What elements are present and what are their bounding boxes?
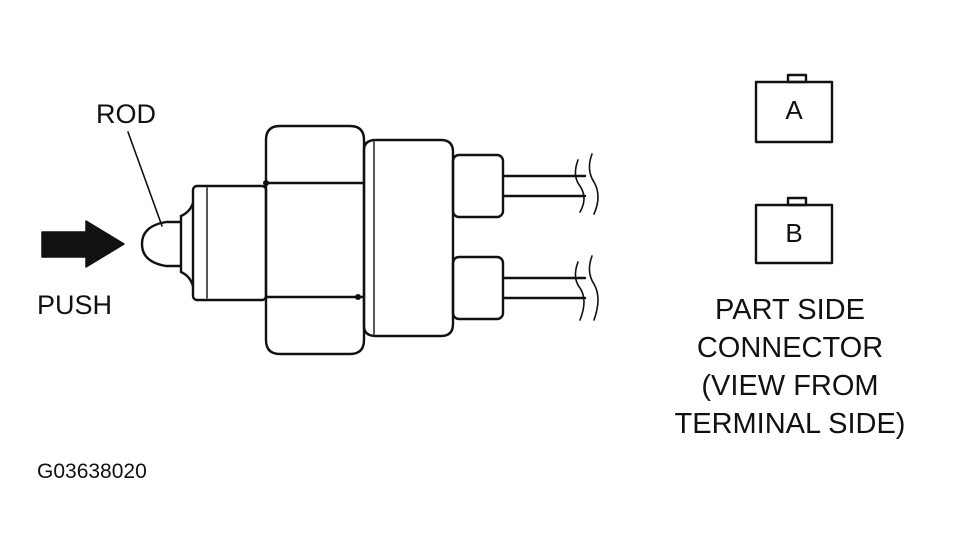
figure-code: G03638020 (37, 460, 147, 483)
connector-caption: PART SIDE CONNECTOR (VIEW FROM TERMINAL … (640, 291, 940, 443)
push-label: PUSH (37, 290, 113, 320)
rod-leader-line (127, 131, 163, 227)
terminal-block-upper (451, 153, 505, 219)
switch-housing (362, 138, 455, 338)
terminal-b-label: B (785, 218, 803, 248)
threaded-body (191, 184, 268, 302)
rod-label: ROD (96, 99, 156, 129)
terminal-block-lower (451, 255, 505, 321)
connector-terminal-b-box (754, 196, 834, 265)
hex-nut (263, 124, 366, 356)
terminal-a-label: A (785, 95, 803, 125)
push-arrow-icon (41, 220, 125, 268)
caption-line: (VIEW FROM (701, 370, 879, 402)
caption-line: TERMINAL SIDE) (674, 408, 906, 440)
lead-wire-upper (501, 153, 599, 215)
caption-line: PART SIDE (715, 294, 865, 326)
caption-line: CONNECTOR (696, 332, 884, 364)
rod-tip (140, 201, 195, 288)
connector-terminal-a-box (754, 73, 834, 144)
lead-wire-lower (501, 255, 599, 321)
